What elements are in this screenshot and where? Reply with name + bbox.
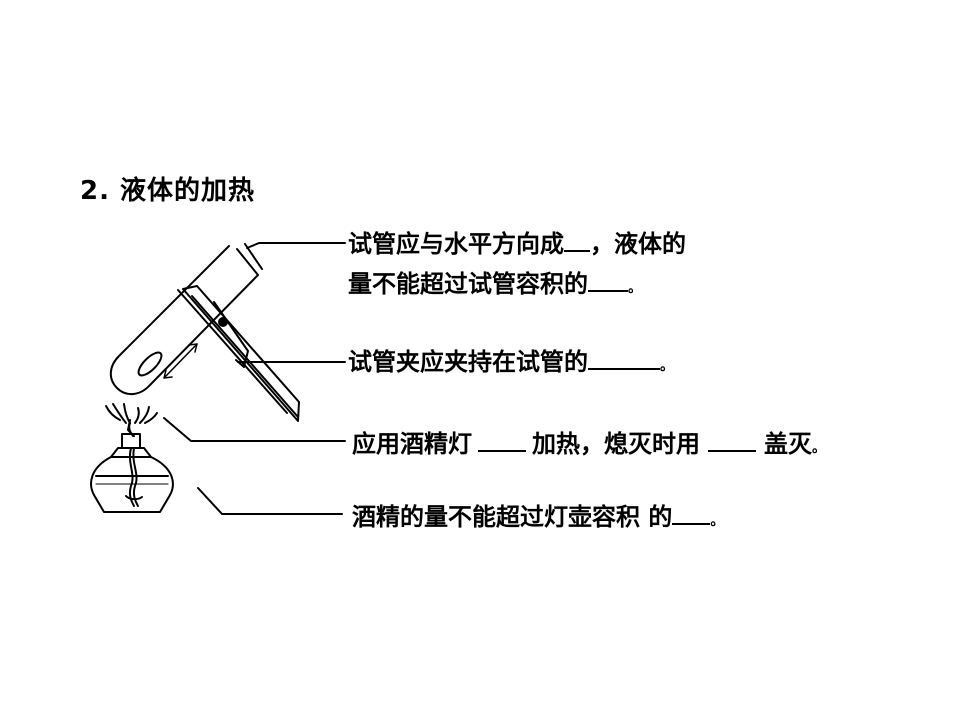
tube-clamp [177,285,300,422]
annotation-liquid-volume: 量不能超过试管容积的 。 [348,268,642,303]
annotation-alcohol-volume: 酒精的量不能超过灯壶容积 的 。 [352,501,724,536]
flame [105,403,158,437]
annotation-tube-angle: 试管应与水平方向成 ，液体的 [348,228,686,259]
move-arrows [163,343,198,379]
annotation-tube-angle-text: 试管应与水平方向成 [348,230,564,258]
blank-extinguish-tool [708,428,756,452]
annotation-tube-angle-text-2: ，液体的 [590,230,686,258]
annotation-lamp-usage: 应用酒精灯 加热，熄灭时用 盖灭。 [352,428,826,463]
test-tube [109,243,263,395]
blank-angle [564,228,590,252]
annotation-liquid-volume-end: 。 [628,280,642,296]
blank-clamp-position [588,346,660,370]
annotation-alcohol-volume-text: 酒精的量不能超过灯壶容积 的 [352,503,673,531]
annotation-lamp-usage-text-2: 加热，熄灭时用 [532,430,700,458]
section-title: 2. 液体的加热 [80,176,256,206]
annotation-lamp-usage-end: 。 [812,440,826,456]
annotation-lamp-usage-text-3: 盖灭 [764,430,812,458]
annotation-lamp-usage-text: 应用酒精灯 [352,430,472,458]
blank-liquid-volume [588,268,628,292]
alcohol-lamp [90,433,174,513]
annotation-liquid-volume-text: 量不能超过试管容积的 [348,270,588,298]
blank-alcohol-volume [672,501,711,525]
annotation-clamp-position-text: 试管夹应夹持在试管的 [348,348,588,376]
blank-flame-part [478,428,526,452]
annotation-clamp-position-end: 。 [660,358,674,374]
annotation-alcohol-volume-end: 。 [710,513,725,529]
annotation-clamp-position: 试管夹应夹持在试管的 。 [348,346,674,381]
leader-lines [163,242,346,515]
